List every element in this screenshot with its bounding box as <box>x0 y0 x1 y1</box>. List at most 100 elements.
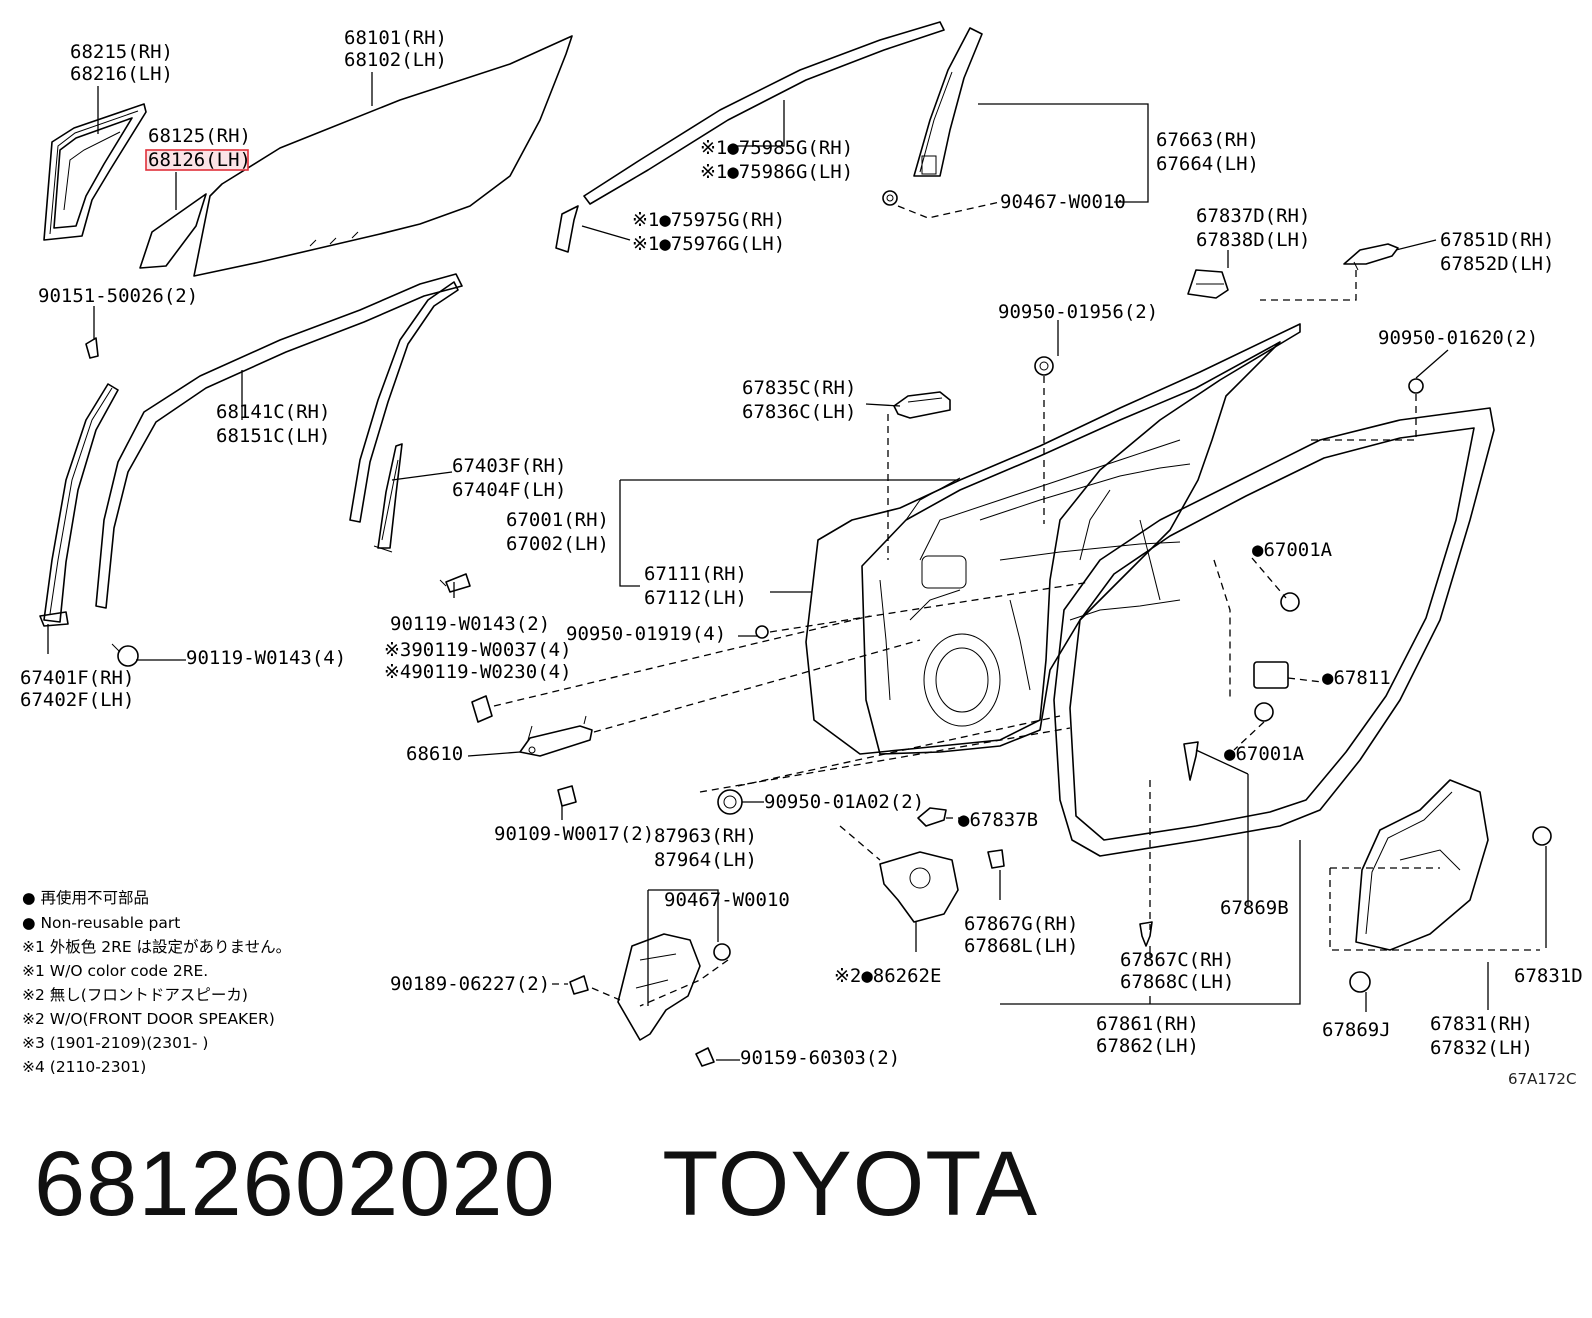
label-68125: 68125(RH) <box>148 125 251 147</box>
quarter-glass <box>139 193 207 269</box>
service-cover-67831 <box>1355 779 1489 951</box>
label-68610: 68610 <box>406 743 463 765</box>
label-90119-w0230: ※490119-W0230(4) <box>384 661 572 683</box>
clip-67869j <box>1349 971 1371 993</box>
label-67663: 67663(RH) <box>1156 129 1259 151</box>
brand-name: TOYOTA <box>662 1133 1038 1235</box>
nut-90467-w0010 <box>713 943 731 961</box>
corner-molding <box>555 205 579 253</box>
label-67664: 67664(LH) <box>1156 153 1259 175</box>
legend-line-3: ※1 外板色 2RE は設定がありません。 <box>22 938 291 956</box>
rear-channel <box>373 443 403 553</box>
label-90109: 90109-W0017(2) <box>494 823 654 845</box>
grommet-90950-01919 <box>755 625 769 639</box>
label-90467-top: 90467-W0010 <box>1000 191 1126 213</box>
label-67001: 67001(RH) <box>506 509 609 531</box>
door-check-68610 <box>519 715 593 757</box>
legend-line-8: ※4 (2110-2301) <box>22 1058 146 1076</box>
clip-67837b <box>917 807 947 827</box>
legend-line-7: ※3 (1901-2109)(2301- ) <box>22 1034 208 1052</box>
label-67867c: 67867C(RH) <box>1120 949 1234 971</box>
label-67831: 67831(RH) <box>1430 1013 1533 1035</box>
label-67403f: 67403F(RH) <box>452 455 566 477</box>
door-panel <box>805 323 1301 755</box>
speaker-seal-86262e <box>879 851 959 923</box>
bolt-90119-w0037 <box>471 695 493 723</box>
label-67001a-1: ●67001A <box>1252 539 1333 561</box>
label-67862: 67862(LH) <box>1096 1035 1199 1057</box>
label-67001a-2: ●67001A <box>1224 743 1305 765</box>
part-artwork <box>39 21 1552 1067</box>
label-67869j: 67869J <box>1322 1019 1391 1041</box>
plug-67001a-2 <box>1254 702 1274 722</box>
upper-molding <box>583 21 945 205</box>
label-67867g: 67867G(RH) <box>964 913 1078 935</box>
screw-90159 <box>695 1047 715 1067</box>
legend-line-5: ※2 無し(フロントドアスピーカ) <box>22 986 248 1004</box>
plug-67831d <box>1532 826 1552 846</box>
label-68126-highlighted: 68126(LH) <box>148 149 251 171</box>
label-90950-01956: 90950-01956(2) <box>998 301 1158 323</box>
bracket-67837d <box>1187 269 1229 299</box>
label-67868c: 67868C(LH) <box>1120 971 1234 993</box>
label-67832: 67832(LH) <box>1430 1037 1533 1059</box>
label-90119-w0143-2: 90119-W0143(2) <box>390 613 550 635</box>
clip-67867g <box>987 849 1005 869</box>
label-67404f: 67404F(LH) <box>452 479 566 501</box>
label-75976: ※1●75976G(LH) <box>632 233 785 255</box>
label-67112: 67112(LH) <box>644 587 747 609</box>
label-67401f: 67401F(RH) <box>20 667 134 689</box>
label-67836c: 67836C(LH) <box>742 401 856 423</box>
label-68216: 68216(LH) <box>70 63 173 85</box>
part-labels: 68215(RH) 68216(LH) 68101(RH) 68102(LH) … <box>20 27 1583 1069</box>
bolt-90109 <box>557 785 577 807</box>
label-68151c: 68151C(LH) <box>216 425 330 447</box>
diagram-code: 67A172C <box>1508 1070 1576 1088</box>
label-90950-01a02: 90950-01A02(2) <box>764 791 924 813</box>
clip-67869b <box>1183 741 1199 781</box>
grommet-90950-01620 <box>1408 378 1424 394</box>
bracket-67851d <box>1343 243 1399 271</box>
label-86262e: ※2●86262E <box>834 965 941 987</box>
label-75985: ※1●75985G(RH) <box>700 137 853 159</box>
clip-67867c <box>1139 921 1153 947</box>
label-67861: 67861(RH) <box>1096 1013 1199 1035</box>
glass-run <box>95 273 463 609</box>
legend-line-2: ● Non-reusable part <box>22 914 180 932</box>
front-channel <box>39 383 119 627</box>
label-87963: 87963(RH) <box>654 825 757 847</box>
bracket-67835c <box>893 391 951 419</box>
label-67111: 67111(RH) <box>644 563 747 585</box>
screw-90119-w0143-2 <box>439 573 471 593</box>
legend-line-6: ※2 W/O(FRONT DOOR SPEAKER) <box>22 1010 275 1028</box>
label-67852d: 67852D(LH) <box>1440 253 1554 275</box>
label-67868l: 67868L(LH) <box>964 935 1078 957</box>
label-67002: 67002(LH) <box>506 533 609 555</box>
label-67869b: 67869B <box>1220 897 1289 919</box>
label-67402f: 67402F(LH) <box>20 689 134 711</box>
highlight-box <box>145 149 249 171</box>
label-90151: 90151-50026(2) <box>38 285 198 307</box>
label-90189: 90189-06227(2) <box>390 973 550 995</box>
label-87964: 87964(LH) <box>654 849 757 871</box>
label-90950-01919: 90950-01919(4) <box>566 623 726 645</box>
quarter-window-frame <box>43 103 147 241</box>
door-weatherstrip <box>1053 407 1495 857</box>
label-67835c: 67835C(RH) <box>742 377 856 399</box>
label-67838d: 67838D(LH) <box>1196 229 1310 251</box>
label-67811: ●67811 <box>1322 667 1391 689</box>
label-90950-01620: 90950-01620(2) <box>1378 327 1538 349</box>
legend-line-4: ※1 W/O color code 2RE. <box>22 962 208 980</box>
label-67837b: ●67837B <box>958 809 1038 831</box>
speaker-bracket-87963 <box>617 933 701 1041</box>
label-67851d: 67851D(RH) <box>1440 229 1554 251</box>
clip-90189 <box>569 975 589 995</box>
label-68101: 68101(RH) <box>344 27 447 49</box>
legend: ● 再使用不可部品 ● Non-reusable part ※1 外板色 2RE… <box>22 889 291 1076</box>
label-90467-bottom: 90467-W0010 <box>664 889 790 911</box>
label-68102: 68102(LH) <box>344 49 447 71</box>
label-90159: 90159-60303(2) <box>740 1047 900 1069</box>
label-67837d: 67837D(RH) <box>1196 205 1310 227</box>
label-68141c: 68141C(RH) <box>216 401 330 423</box>
